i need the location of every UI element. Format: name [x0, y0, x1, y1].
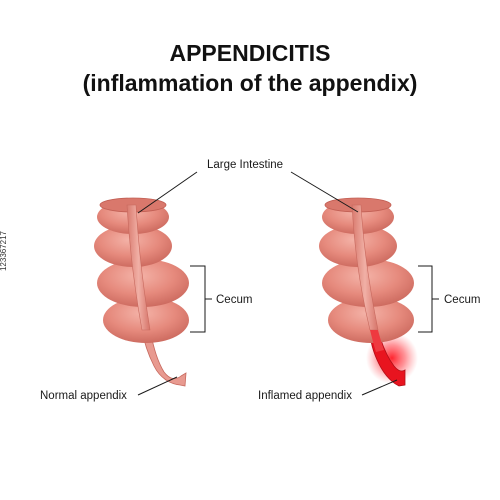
normal-cecum-group	[94, 197, 189, 387]
cecum-bracket-right	[418, 265, 433, 333]
diagram-title: APPENDICITIS	[169, 40, 331, 66]
cecum-label-left: Cecum	[216, 294, 252, 306]
normal-appendix-label: Normal appendix	[40, 390, 127, 402]
normal-appendix-line	[137, 376, 178, 396]
normal-appendix	[141, 329, 187, 387]
large-intestine-line-right	[290, 171, 359, 213]
large-intestine-line-left	[137, 171, 198, 214]
cecum-bracket-left	[190, 265, 206, 333]
normal-appendix-tube	[126, 204, 151, 331]
inflamed-cecum-group	[319, 197, 418, 387]
diagram-subtitle: (inflammation of the appendix)	[82, 70, 418, 96]
leader-lines	[137, 171, 439, 396]
cecum-label-right: Cecum	[444, 294, 480, 306]
inflamed-appendix-label: Inflamed appendix	[258, 390, 352, 402]
title-block: APPENDICITIS (inflammation of the append…	[0, 38, 500, 98]
inflamed-appendix-line	[361, 379, 398, 396]
inflamed-tube-tip	[370, 330, 384, 352]
large-intestine-label: Large Intestine	[207, 159, 283, 171]
side-id-text: 123367217	[0, 230, 8, 272]
